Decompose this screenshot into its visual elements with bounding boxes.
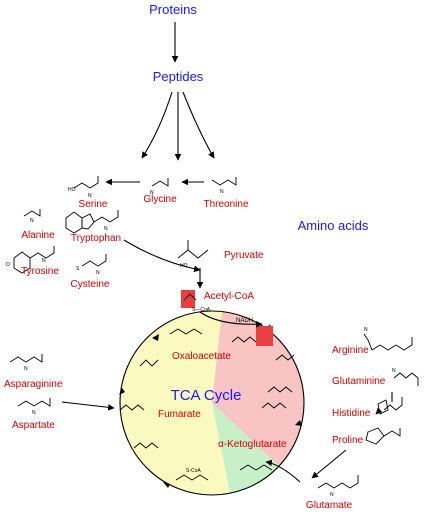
tryptophan-structure: N: [65, 210, 119, 234]
glycine-label: Glycine: [143, 194, 177, 205]
proline-structure: [365, 427, 401, 445]
alanine-label: Alanine: [21, 230, 55, 241]
glycine-structure: N: [150, 178, 169, 196]
aspartate-to-cycle-arrow: [61, 401, 115, 411]
arginine-structure: N: [363, 327, 413, 351]
proteins-label: Proteins: [149, 2, 197, 17]
citrate-highlight: [256, 326, 273, 346]
acetyl-coa-structure: S—CoA: [183, 293, 211, 313]
svg-text:N: N: [220, 189, 224, 195]
pyruvate-structure: HO: [177, 240, 209, 269]
serine-label: Serine: [79, 199, 108, 210]
ring-arrow-4: [119, 388, 125, 395]
peptides-to-serine-arrow: [141, 91, 173, 159]
svg-text:O: O: [6, 262, 10, 268]
glutamate-from-cycle-arrow: [265, 459, 301, 483]
ketoglutarate-label: α-Ketoglutarate: [218, 439, 287, 450]
threonine-label: Threonine: [203, 199, 248, 210]
histidine-label: Histidine: [332, 408, 371, 419]
svg-text:N: N: [30, 218, 34, 224]
histidine-structure: [377, 397, 403, 415]
proline-to-glutamate-arrow: [311, 449, 347, 479]
svg-text:N: N: [42, 258, 46, 264]
svg-text:N: N: [88, 193, 92, 199]
svg-text:N: N: [96, 270, 100, 276]
amino-acids-heading: Amino acids: [298, 218, 369, 233]
green-sector: [212, 403, 279, 493]
proline-label: Proline: [332, 435, 364, 446]
serine-structure: HO N: [68, 176, 99, 199]
tryptophan-to-pyruvate-arrow: [123, 239, 201, 273]
svg-text:N: N: [330, 492, 334, 498]
glutaminine-label: Glutaminine: [332, 376, 386, 387]
acetyl-coa-highlight: [181, 290, 195, 308]
alanine-structure: N: [23, 209, 41, 224]
ring-arrow-3: [163, 482, 170, 488]
succinyl-coa-label: S-CoA: [186, 468, 201, 474]
glutamate-structure: N: [317, 475, 359, 498]
tryptophan-label: Tryptophan: [71, 233, 121, 244]
tca-cycle-ring: [119, 310, 305, 496]
arginine-label: Arginine: [332, 345, 369, 356]
oxaloacetate-label: Oxaloacetate: [172, 351, 231, 362]
svg-text:N: N: [364, 327, 368, 333]
acetyl-coa-label: Acetyl-CoA: [204, 291, 254, 302]
asparaginine-label: Asparaginine: [4, 379, 63, 390]
svg-text:HO: HO: [68, 187, 76, 193]
svg-text:S: S: [76, 266, 80, 272]
peptides-label: Peptides: [153, 69, 204, 84]
asparaginine-structure: N: [9, 354, 43, 372]
svg-text:N: N: [32, 410, 36, 416]
nadh-label: NADH: [236, 318, 253, 324]
pyruvate-label: Pyruvate: [224, 250, 264, 261]
tca-cycle: [119, 310, 305, 496]
aspartate-structure: N: [17, 398, 51, 416]
tca-cycle-label: TCA Cycle: [171, 387, 242, 404]
svg-text:N: N: [150, 190, 154, 196]
aspartate-label: Aspartate: [12, 420, 55, 431]
threonine-structure: N: [211, 177, 237, 195]
acetyl-coa-to-cycle-arrow: [199, 311, 263, 328]
glutaminine-structure: N: [392, 368, 419, 386]
ring-arrow-5: [152, 334, 159, 341]
cysteine-structure: S N: [76, 254, 107, 276]
cysteine-label: Cysteine: [71, 279, 110, 290]
peptides-to-threonine-arrow: [182, 91, 215, 159]
svg-text:N: N: [392, 368, 396, 374]
ring-arrow-2: [295, 420, 302, 426]
tyrosine-label: Tyrosine: [21, 266, 59, 277]
svg-text:N: N: [104, 226, 108, 232]
fumarate-label: Fumarate: [158, 409, 201, 420]
pink-sector: [212, 311, 305, 466]
tyrosine-structure: O N: [6, 246, 55, 274]
glutamate-label: Glutamate: [306, 500, 353, 511]
ring-intermediates: S-CoA: [119, 328, 295, 481]
histidine-arrow: [375, 407, 383, 415]
coa-label: S—CoA: [192, 307, 211, 313]
svg-text:N: N: [24, 366, 28, 372]
